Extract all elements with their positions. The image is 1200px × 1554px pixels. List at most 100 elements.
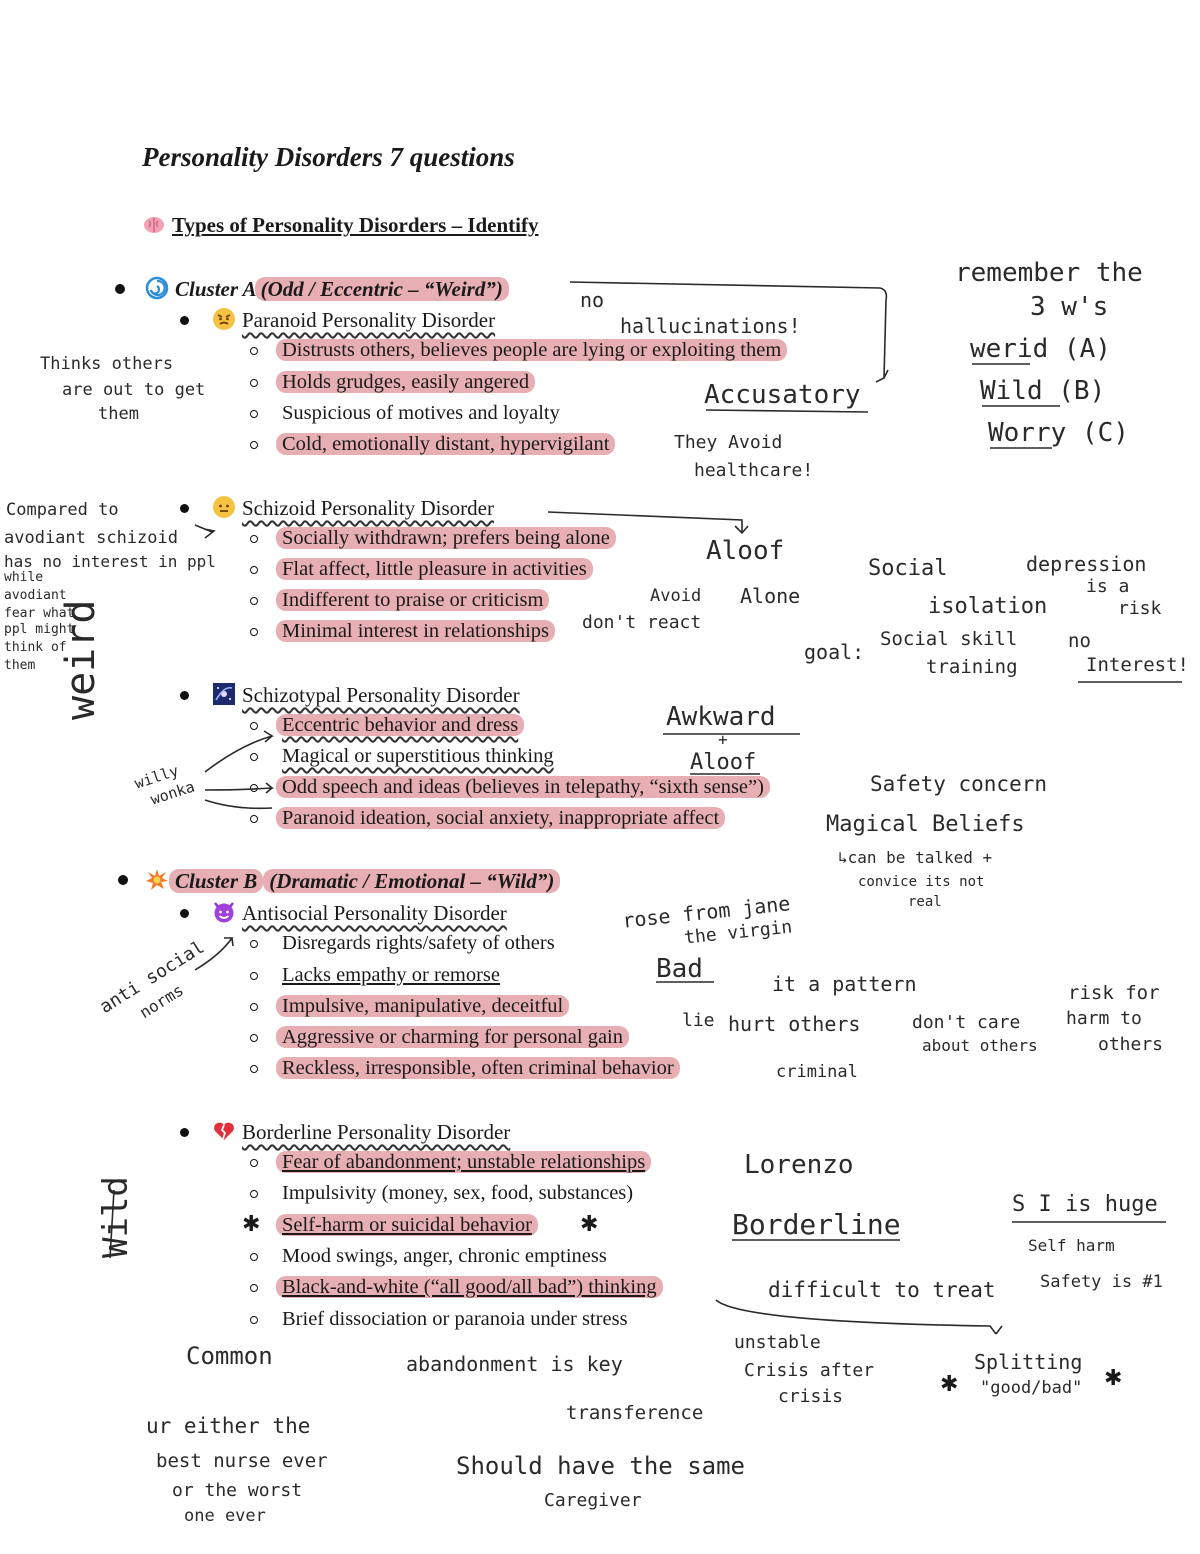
note: weird — [58, 599, 104, 720]
note: while — [4, 570, 44, 585]
note: Borderline — [732, 1208, 901, 1241]
note: has no interest in ppl — [4, 552, 216, 571]
asterisk-icon: ✱ — [580, 1212, 599, 1237]
bullet — [180, 909, 189, 918]
note: risk — [1118, 598, 1162, 619]
note: Magical Beliefs — [826, 812, 1025, 837]
sub-bullet — [250, 1003, 258, 1011]
note: avodiant — [4, 588, 67, 603]
symptom-item: Socially withdrawn; prefers being alone — [276, 527, 616, 550]
note: ur either the — [146, 1414, 311, 1438]
cluster-b-heading: Cluster B(Dramatic / Emotional – “Wild”) — [145, 868, 561, 894]
note: Should have the same — [456, 1452, 745, 1480]
note: Safety is #1 — [1040, 1272, 1163, 1292]
note: or the worst — [172, 1480, 303, 1501]
bullet — [115, 284, 125, 294]
bullet — [180, 691, 189, 700]
note: Thinks others — [40, 354, 174, 374]
note: criminal — [776, 1062, 858, 1082]
sub-bullet — [250, 597, 258, 605]
note: best nurse ever — [156, 1450, 328, 1472]
note: think of — [4, 640, 67, 655]
note: unstable — [734, 1332, 821, 1353]
symptom-item: Magical or superstitious thinking — [282, 745, 554, 767]
note: werid (A) — [970, 334, 1111, 364]
note: hallucinations! — [620, 314, 801, 338]
sub-bullet — [250, 1034, 258, 1042]
galaxy-icon — [213, 683, 235, 705]
note: difficult to treat — [768, 1278, 996, 1302]
note: Lorenzo — [744, 1150, 854, 1180]
note: Social — [868, 556, 948, 581]
section-heading: Types of Personality Disorders – Identif… — [142, 212, 539, 238]
asterisk-icon: ✱ — [1104, 1366, 1123, 1391]
note: crisis — [778, 1386, 844, 1407]
symptom-item: Aggressive or charming for personal gain — [276, 1026, 629, 1049]
note: goal: — [804, 640, 865, 664]
symptom-item: Impulsivity (money, sex, food, substance… — [282, 1182, 634, 1204]
note: don't react — [582, 612, 702, 633]
note: Interest! — [1086, 654, 1189, 676]
note: ↳can be talked + — [838, 848, 993, 867]
symptom-item: Paranoid ideation, social anxiety, inapp… — [276, 807, 726, 830]
note: abandonment is key — [406, 1352, 623, 1376]
section-heading-text: Types of Personality Disorders – Identif… — [172, 213, 539, 237]
brain-icon — [144, 217, 164, 233]
sub-bullet — [250, 535, 258, 543]
sub-bullet — [250, 722, 258, 730]
note: Wild (B) — [980, 376, 1106, 406]
note: Accusatory — [704, 380, 861, 410]
note: them — [98, 404, 139, 424]
note: lie — [682, 1010, 715, 1031]
cluster-a-heading: Cluster A (Odd / Eccentric – “Weird”) — [145, 276, 509, 302]
note: S I is huge — [1012, 1192, 1158, 1217]
sub-bullet — [250, 1065, 258, 1073]
sub-bullet — [250, 1190, 258, 1198]
note: hurt others — [728, 1012, 861, 1036]
note: Splitting — [974, 1350, 1083, 1374]
sub-bullet — [250, 1316, 258, 1324]
note: Aloof — [690, 750, 757, 775]
devil-face-icon — [214, 902, 234, 923]
sub-bullet — [250, 410, 258, 418]
note: Self harm — [1028, 1236, 1115, 1255]
sub-bullet — [250, 1253, 258, 1261]
note: them — [4, 658, 36, 673]
note: "good/bad" — [980, 1378, 1083, 1398]
note: Wild — [96, 1176, 136, 1258]
neutral-face-icon — [213, 496, 235, 518]
asterisk-icon: ✱ — [940, 1372, 959, 1397]
note: healthcare! — [694, 460, 814, 481]
note: Crisis after — [744, 1360, 875, 1381]
symptom-item: Minimal interest in relationships — [276, 620, 556, 643]
disorder-schizotypal: Schizotypal Personality Disorder — [212, 682, 520, 708]
sub-bullet — [250, 347, 258, 355]
note: Worry (C) — [988, 418, 1129, 448]
symptom-item: Holds grudges, easily angered — [276, 371, 536, 394]
cyclone-icon — [145, 276, 169, 300]
disorder-schizoid: Schizoid Personality Disorder — [212, 495, 494, 521]
sub-bullet — [250, 628, 258, 636]
sub-bullet — [250, 1284, 258, 1292]
symptom-item: Flat affect, little pleasure in activiti… — [276, 558, 593, 581]
note: Bad — [656, 954, 703, 984]
symptom-item: Suspicious of motives and loyalty — [282, 402, 560, 424]
symptom-item: Lacks empathy or remorse — [282, 964, 501, 986]
note: harm to — [1066, 1008, 1142, 1029]
note: fear what — [4, 606, 75, 621]
bullet — [180, 504, 189, 513]
note: Common — [186, 1342, 273, 1370]
broken-heart-icon — [214, 1122, 234, 1140]
note: Caregiver — [544, 1490, 642, 1511]
note: it a pattern — [772, 972, 917, 996]
note: no — [1068, 630, 1091, 652]
sub-bullet — [250, 441, 258, 449]
note: is a — [1086, 576, 1130, 597]
symptom-item: Eccentric behavior and dress — [276, 714, 525, 737]
sub-bullet — [250, 940, 258, 948]
symptom-item: Brief dissociation or paranoia under str… — [282, 1308, 628, 1330]
sub-bullet — [250, 972, 258, 980]
disorder-antisocial: Antisocial Personality Disorder — [212, 900, 507, 926]
note: They Avoid — [674, 432, 783, 453]
